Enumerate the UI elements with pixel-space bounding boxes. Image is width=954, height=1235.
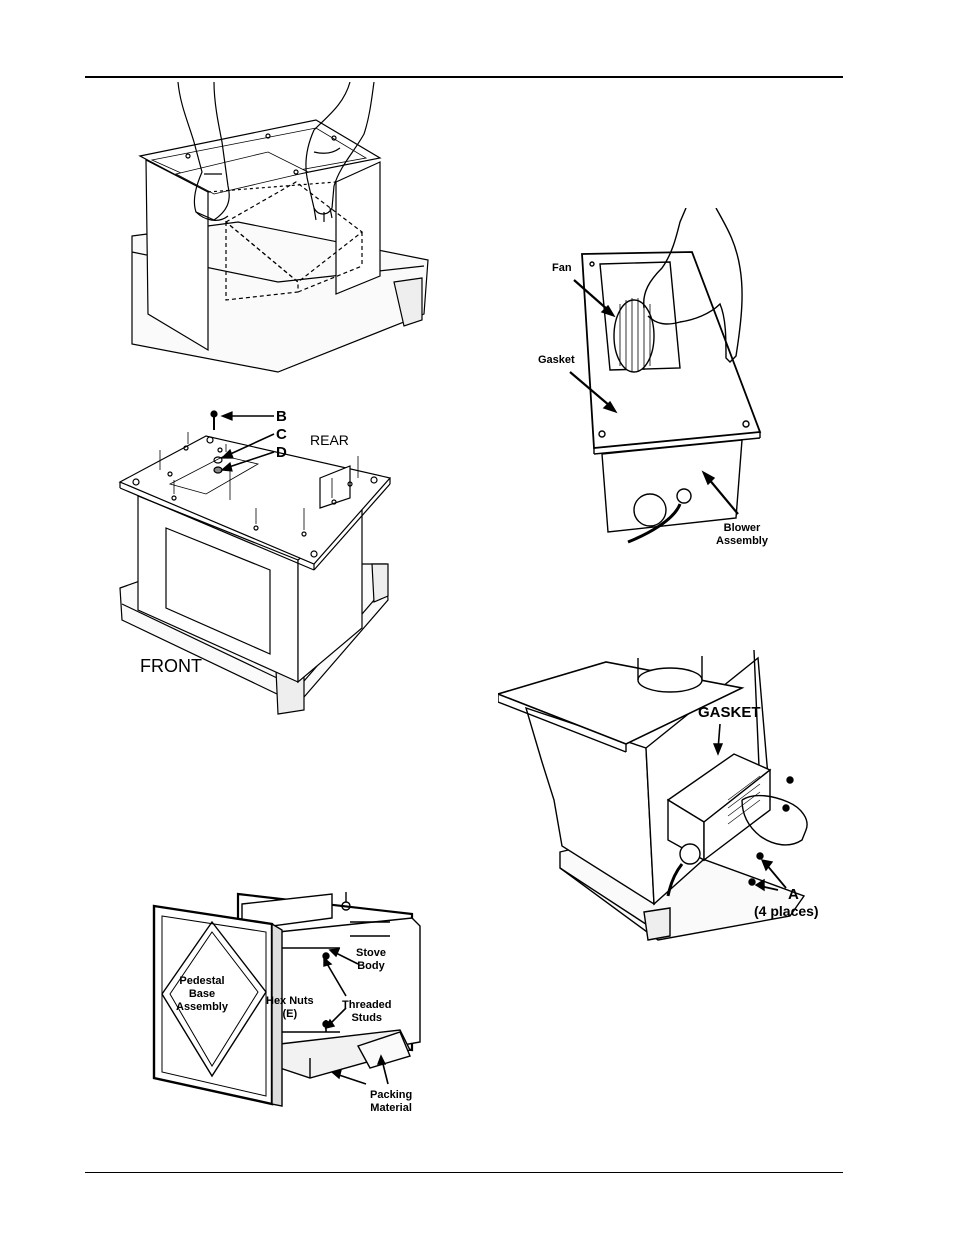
label-packing-material: Packing Material [370,1089,412,1115]
figure-stove-pedestal: Stove Body Pedestal Base Assembly Hex Nu… [150,882,435,1110]
figure-blower-assembly: Fan Gasket Blower Assembly [530,208,792,553]
callout-d: D [276,444,287,461]
callout-c: C [276,426,287,443]
label-four-places: (4 places) [754,903,819,920]
figure-hands-lift [118,82,443,374]
callout-b: B [276,408,287,425]
hands-lift-illustration [118,82,443,374]
header-rule [85,76,843,78]
label-pedestal-base: Pedestal Base Assembly [176,975,228,1014]
label-gasket: Gasket [538,354,575,367]
figure-stove-gasket: GASKET A (4 places) [498,650,834,946]
label-hex-nuts: Hex Nuts (E) [266,995,314,1021]
label-blower-assembly: Blower Assembly [716,522,768,548]
label-stove-body: Stove Body [356,947,386,973]
figure-pedestal-screws: B C D REAR FRONT [108,404,438,722]
front-label: FRONT [140,660,202,673]
label-gasket-caps: GASKET [698,704,761,721]
stove-gasket-illustration [498,650,834,946]
blower-assembly-illustration [530,208,792,553]
label-threaded-studs: Threaded Studs [342,999,392,1025]
footer-rule [85,1172,843,1173]
label-fan: Fan [552,262,572,275]
callout-a: A [788,886,799,903]
rear-label: REAR [310,434,349,447]
